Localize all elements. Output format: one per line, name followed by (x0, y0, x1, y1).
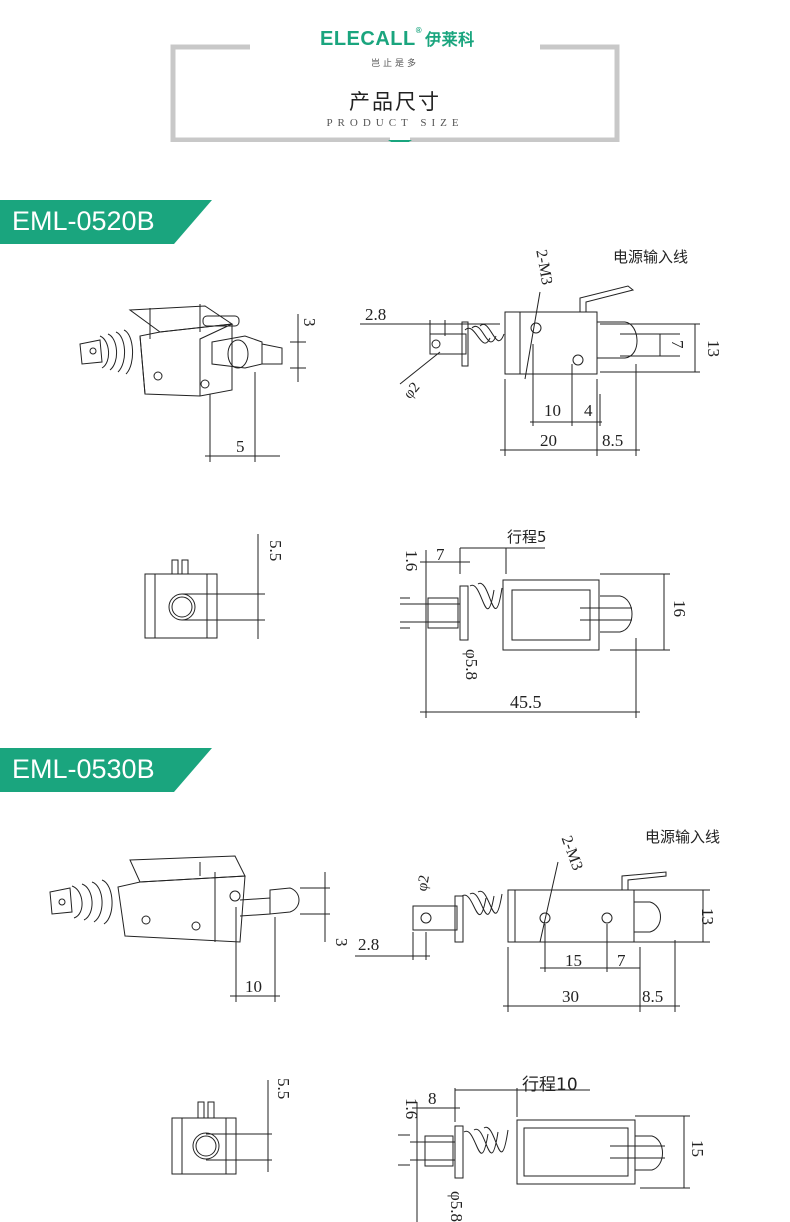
isometric-view (49, 855, 330, 1002)
screw-label: 2-M3 (532, 248, 555, 286)
dim-phi5-8: φ5.8 (462, 649, 481, 680)
dim-10: 10 (544, 401, 561, 420)
drawing-eml-0530b: 3 10 电源输入线 2-M3 φ2 2.8 13 15 7 30 8.5 (49, 828, 720, 1222)
model-tag-banner (0, 200, 212, 244)
dim-7: 7 (668, 340, 687, 349)
screw-label: 2-M3 (558, 834, 586, 873)
dim-7: 7 (617, 951, 626, 970)
dim-3: 3 (332, 938, 351, 947)
brand-name: ELECALL (320, 28, 416, 50)
side-view (355, 861, 710, 1012)
stroke-label: 行程5 (507, 528, 547, 546)
dim-3: 3 (300, 318, 319, 327)
dim-16: 16 (670, 600, 689, 617)
slogan: 岂止是多 (370, 58, 419, 68)
dim-1-6: 1.6 (402, 1098, 421, 1119)
dim-15: 15 (565, 951, 582, 970)
dim-8-5: 8.5 (642, 987, 663, 1006)
down-arrow-icon (388, 140, 412, 142)
page-title: 产品尺寸 (349, 90, 441, 114)
section-view (398, 1088, 690, 1222)
dim-8: 8 (428, 1089, 437, 1108)
dim-5-5: 5.5 (266, 540, 285, 561)
stroke-label: 行程10 (522, 1075, 578, 1095)
end-view (171, 1080, 272, 1175)
dim-13: 13 (698, 908, 717, 925)
brand-name-cn: 伊莱科 (425, 32, 475, 49)
header-frame (170, 44, 620, 142)
drawing-eml-0520b: 3 5 电源输入线 2-M3 2.8 φ2 10 4 7 13 20 8.5 (79, 248, 723, 718)
end-view (144, 534, 265, 639)
dim-7b: 7 (436, 545, 445, 564)
dim-5: 5 (236, 437, 245, 456)
dim-15b: 15 (688, 1140, 707, 1157)
dim-phi2: φ2 (414, 874, 433, 893)
dim-8-5: 8.5 (602, 431, 623, 450)
page-subtitle: PRODUCT SIZE (326, 117, 464, 129)
power-input-label: 电源输入线 (645, 828, 720, 846)
dim-30: 30 (562, 987, 579, 1006)
brand-logo: ELECALL®伊莱科 (320, 26, 475, 50)
dim-13: 13 (704, 340, 723, 357)
dim-45-5: 45.5 (510, 692, 542, 712)
dim-2-8: 2.8 (365, 305, 386, 324)
power-input-label: 电源输入线 (613, 248, 688, 266)
dim-5-5: 5.5 (274, 1078, 293, 1099)
section-view (400, 547, 670, 718)
dim-phi2: φ2 (401, 380, 424, 403)
model-tag-banner (0, 748, 212, 792)
side-view (360, 285, 700, 456)
isometric-view (79, 304, 306, 462)
model-name: EML-0520B (12, 206, 155, 236)
model-name: EML-0530B (12, 754, 155, 784)
dim-20: 20 (540, 431, 557, 450)
dim-10: 10 (245, 977, 262, 996)
dim-2-8: 2.8 (358, 935, 379, 954)
dim-phi5-8: φ5.8 (447, 1191, 466, 1222)
dim-1-6: 1.6 (402, 550, 421, 571)
dim-4: 4 (584, 401, 593, 420)
